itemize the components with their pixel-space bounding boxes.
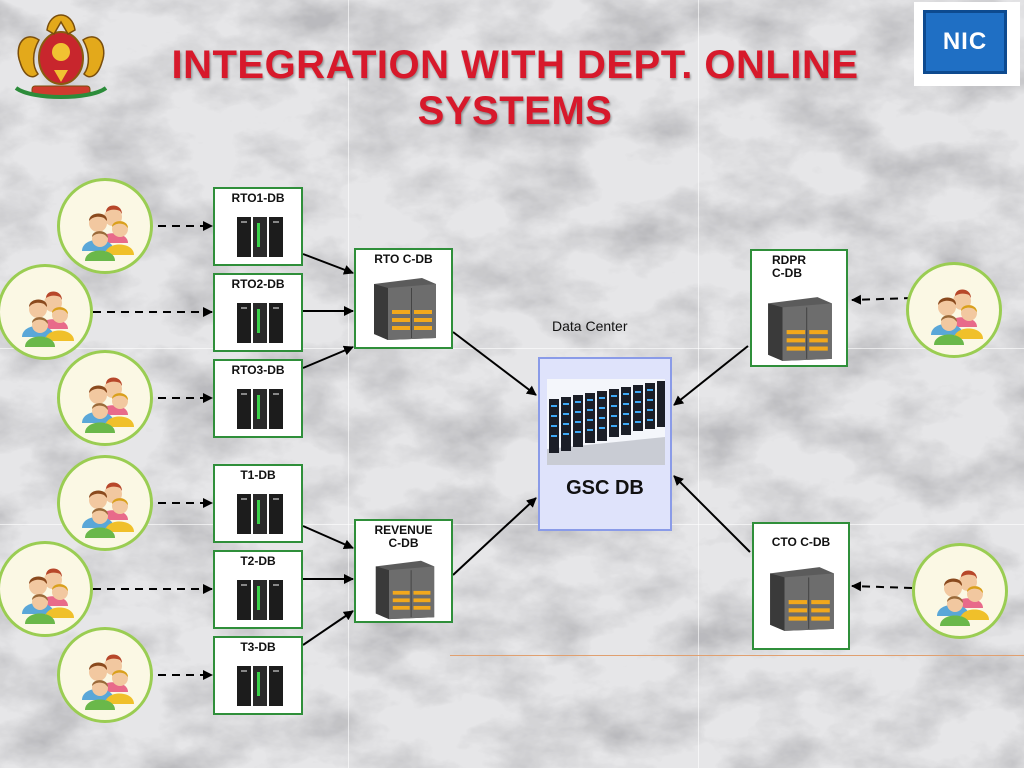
db-node-t3: T3-DB [213, 636, 303, 715]
db-label: T2-DB [240, 554, 276, 568]
db-label: RDPR C-DB [772, 254, 806, 280]
page-title: INTEGRATION WITH DEPT. ONLINE SYSTEMS [140, 42, 890, 134]
db-node-revenue-central: REVENUE C-DB [354, 519, 453, 623]
gsc-db-label: GSC DB [566, 477, 644, 499]
db-label-line-1: REVENUE [374, 523, 433, 537]
dashed-arrow [851, 581, 913, 592]
db-node-rto3: RTO3-DB [213, 359, 303, 438]
grid-line [698, 0, 699, 768]
data-center-label: Data Center [552, 318, 628, 334]
server-cabinet-icon [374, 278, 436, 340]
solid-arrow [452, 331, 537, 396]
server-rack-icon [237, 303, 283, 343]
db-label: RTO1-DB [231, 191, 285, 205]
server-rack-icon [237, 580, 283, 620]
db-node-cto-central: CTO C-DB [752, 522, 850, 650]
db-label-line-2: C-DB [388, 536, 419, 550]
db-node-rto2: RTO2-DB [213, 273, 303, 352]
solid-arrow [452, 497, 537, 576]
server-rack-icon [237, 494, 283, 534]
solid-arrow [302, 253, 354, 275]
server-cabinet-icon [770, 567, 834, 631]
db-label: REVENUE C-DB [356, 524, 451, 550]
db-node-rdpr-central: RDPR C-DB [750, 249, 848, 367]
gsc-db-node: GSC DB [538, 357, 672, 531]
users-figures [82, 205, 134, 261]
server-rack-icon [237, 666, 283, 706]
db-label: T3-DB [240, 640, 276, 654]
db-label: T1-DB [240, 468, 276, 482]
state-emblem-logo [14, 14, 108, 99]
users-group-icon [0, 541, 93, 637]
accent-line [450, 655, 1024, 656]
db-label: RTO2-DB [231, 277, 285, 291]
solid-arrow [302, 345, 354, 369]
users-group-icon [57, 178, 153, 274]
grid-line [0, 348, 1024, 349]
users-group-icon [57, 627, 153, 723]
grid-line [348, 0, 349, 768]
db-label: RTO C-DB [374, 252, 433, 266]
server-cabinet-icon [375, 560, 435, 620]
db-node-t2: T2-DB [213, 550, 303, 629]
dashed-arrow [851, 294, 913, 305]
server-rack-icon [237, 217, 283, 257]
db-label-line-1: RDPR [772, 253, 807, 267]
db-node-rto-central: RTO C-DB [354, 248, 453, 349]
db-label-line-2: C-DB [772, 266, 802, 280]
solid-arrow [673, 345, 749, 406]
nic-logo: NIC [914, 2, 1020, 86]
db-node-t1: T1-DB [213, 464, 303, 543]
solid-arrow [302, 610, 354, 646]
solid-arrow [302, 525, 354, 549]
db-label: RTO3-DB [231, 363, 285, 377]
users-group-icon [906, 262, 1002, 358]
server-rack-icon [237, 389, 283, 429]
db-node-rto1: RTO1-DB [213, 187, 303, 266]
users-group-icon [0, 264, 93, 360]
solid-arrow [673, 475, 751, 553]
title-line-2: SYSTEMS [417, 89, 613, 133]
title-line-1: INTEGRATION WITH DEPT. ONLINE [171, 43, 859, 87]
server-cabinet-icon [768, 297, 832, 361]
users-group-icon [57, 455, 153, 551]
db-label: CTO C-DB [771, 535, 831, 549]
users-group-icon [57, 350, 153, 446]
nic-logo-text: NIC [923, 10, 1007, 74]
data-center-icon [547, 379, 665, 465]
grid-line [0, 524, 1024, 525]
users-group-icon [912, 543, 1008, 639]
